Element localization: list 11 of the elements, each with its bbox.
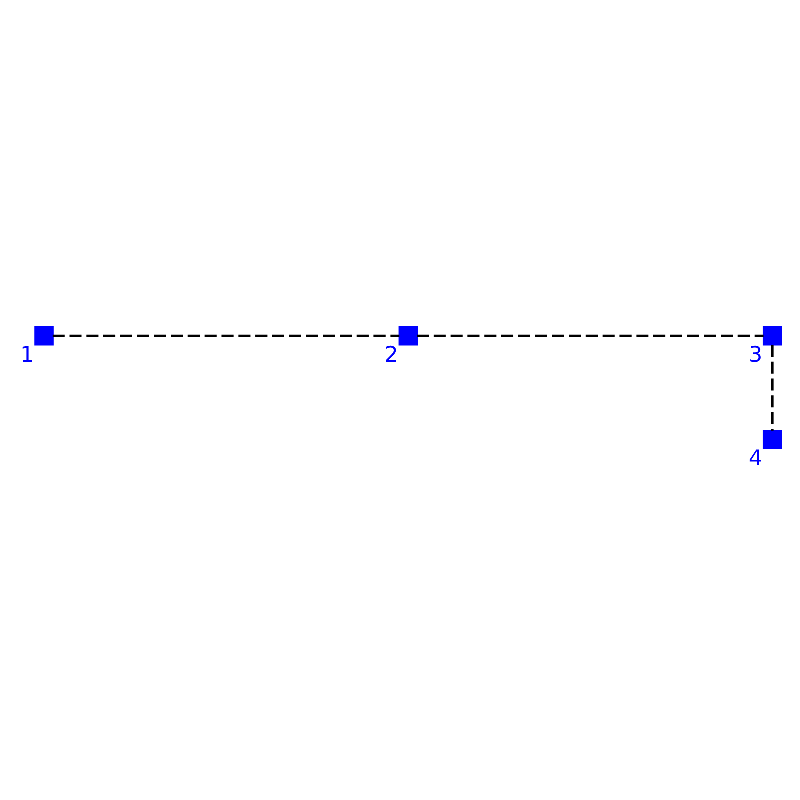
node-box: [762, 430, 782, 450]
node-box: [762, 326, 782, 346]
connector: [417, 334, 764, 338]
node-box: [34, 326, 54, 346]
connector: [771, 344, 774, 431]
node-label: 3: [748, 342, 763, 368]
connector: [52, 334, 400, 338]
node-label: 1: [20, 342, 34, 368]
node-label: 4: [748, 446, 763, 472]
node-label: 2: [384, 342, 398, 368]
node-box: [398, 326, 418, 346]
